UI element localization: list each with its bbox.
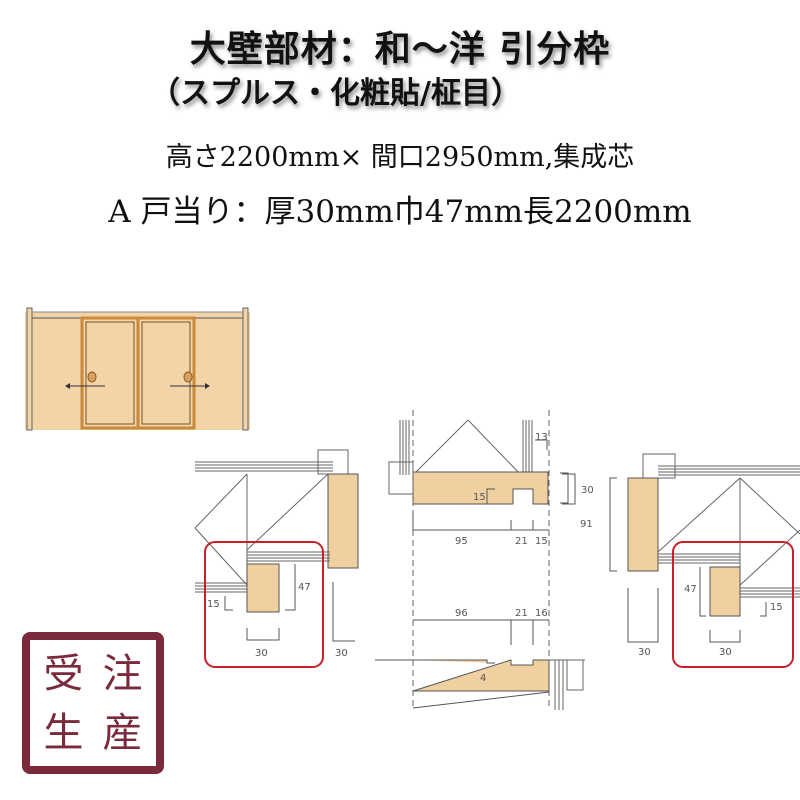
svg-text:30: 30 — [255, 648, 268, 659]
svg-text:21: 21 — [515, 536, 528, 547]
svg-text:13: 13 — [535, 432, 548, 443]
arrow-left-icon — [65, 383, 70, 389]
door-stop-spec: A 戸当り：厚30mm巾47mm長2200mm — [108, 194, 692, 230]
svg-text:30: 30 — [335, 648, 348, 659]
svg-text:4: 4 — [480, 673, 486, 684]
right-frame-section-detail: 47 15 30 30 — [560, 453, 800, 668]
door-stop-piece — [709, 566, 741, 617]
svg-text:47: 47 — [298, 582, 311, 593]
svg-text:30: 30 — [719, 647, 732, 658]
product-subtitle: （スプルス・化粧貼/柾目） — [150, 76, 521, 111]
frame-top-wood — [412, 471, 549, 505]
highlight-box-right — [672, 541, 794, 668]
size-spec: 高さ2200mm× 間口2950mm,集成芯 — [165, 142, 635, 173]
svg-text:15: 15 — [207, 599, 220, 610]
made-to-order-stamp: 受 注 生 産 — [22, 632, 164, 774]
dim-91-label: 91 — [580, 519, 593, 530]
svg-text:21: 21 — [515, 608, 528, 619]
svg-text:91: 91 — [580, 519, 593, 530]
svg-text:15: 15 — [535, 536, 548, 547]
frame-wood-piece — [327, 473, 359, 569]
center-frame-section-detail: 15 13 95 21 15 30 96 21 16 4 — [375, 410, 594, 710]
svg-text:16: 16 — [535, 608, 548, 619]
stamp-char: 注 — [102, 650, 143, 697]
svg-text:15: 15 — [770, 602, 783, 613]
door-stop-piece — [246, 563, 280, 613]
svg-text:95: 95 — [455, 536, 468, 547]
door-handle-right — [183, 371, 193, 383]
stamp-char: 生 — [43, 709, 84, 756]
door-handle-left — [87, 371, 97, 383]
frame-bottom-wood — [412, 659, 550, 692]
stamp-char: 受 — [43, 650, 84, 697]
svg-text:30: 30 — [638, 647, 651, 658]
svg-text:15: 15 — [473, 492, 486, 503]
stamp-char: 産 — [102, 709, 143, 756]
product-title: 大壁部材：和～洋 引分枠 — [189, 29, 611, 70]
frame-wood-piece — [627, 477, 659, 572]
svg-text:47: 47 — [684, 584, 697, 595]
door-elevation-drawing — [25, 307, 250, 431]
svg-text:96: 96 — [455, 608, 468, 619]
left-frame-section-detail: 15 47 30 30 — [194, 449, 359, 668]
highlight-box-left — [204, 541, 324, 668]
svg-text:30: 30 — [581, 485, 594, 496]
arrow-right-icon — [205, 383, 210, 389]
